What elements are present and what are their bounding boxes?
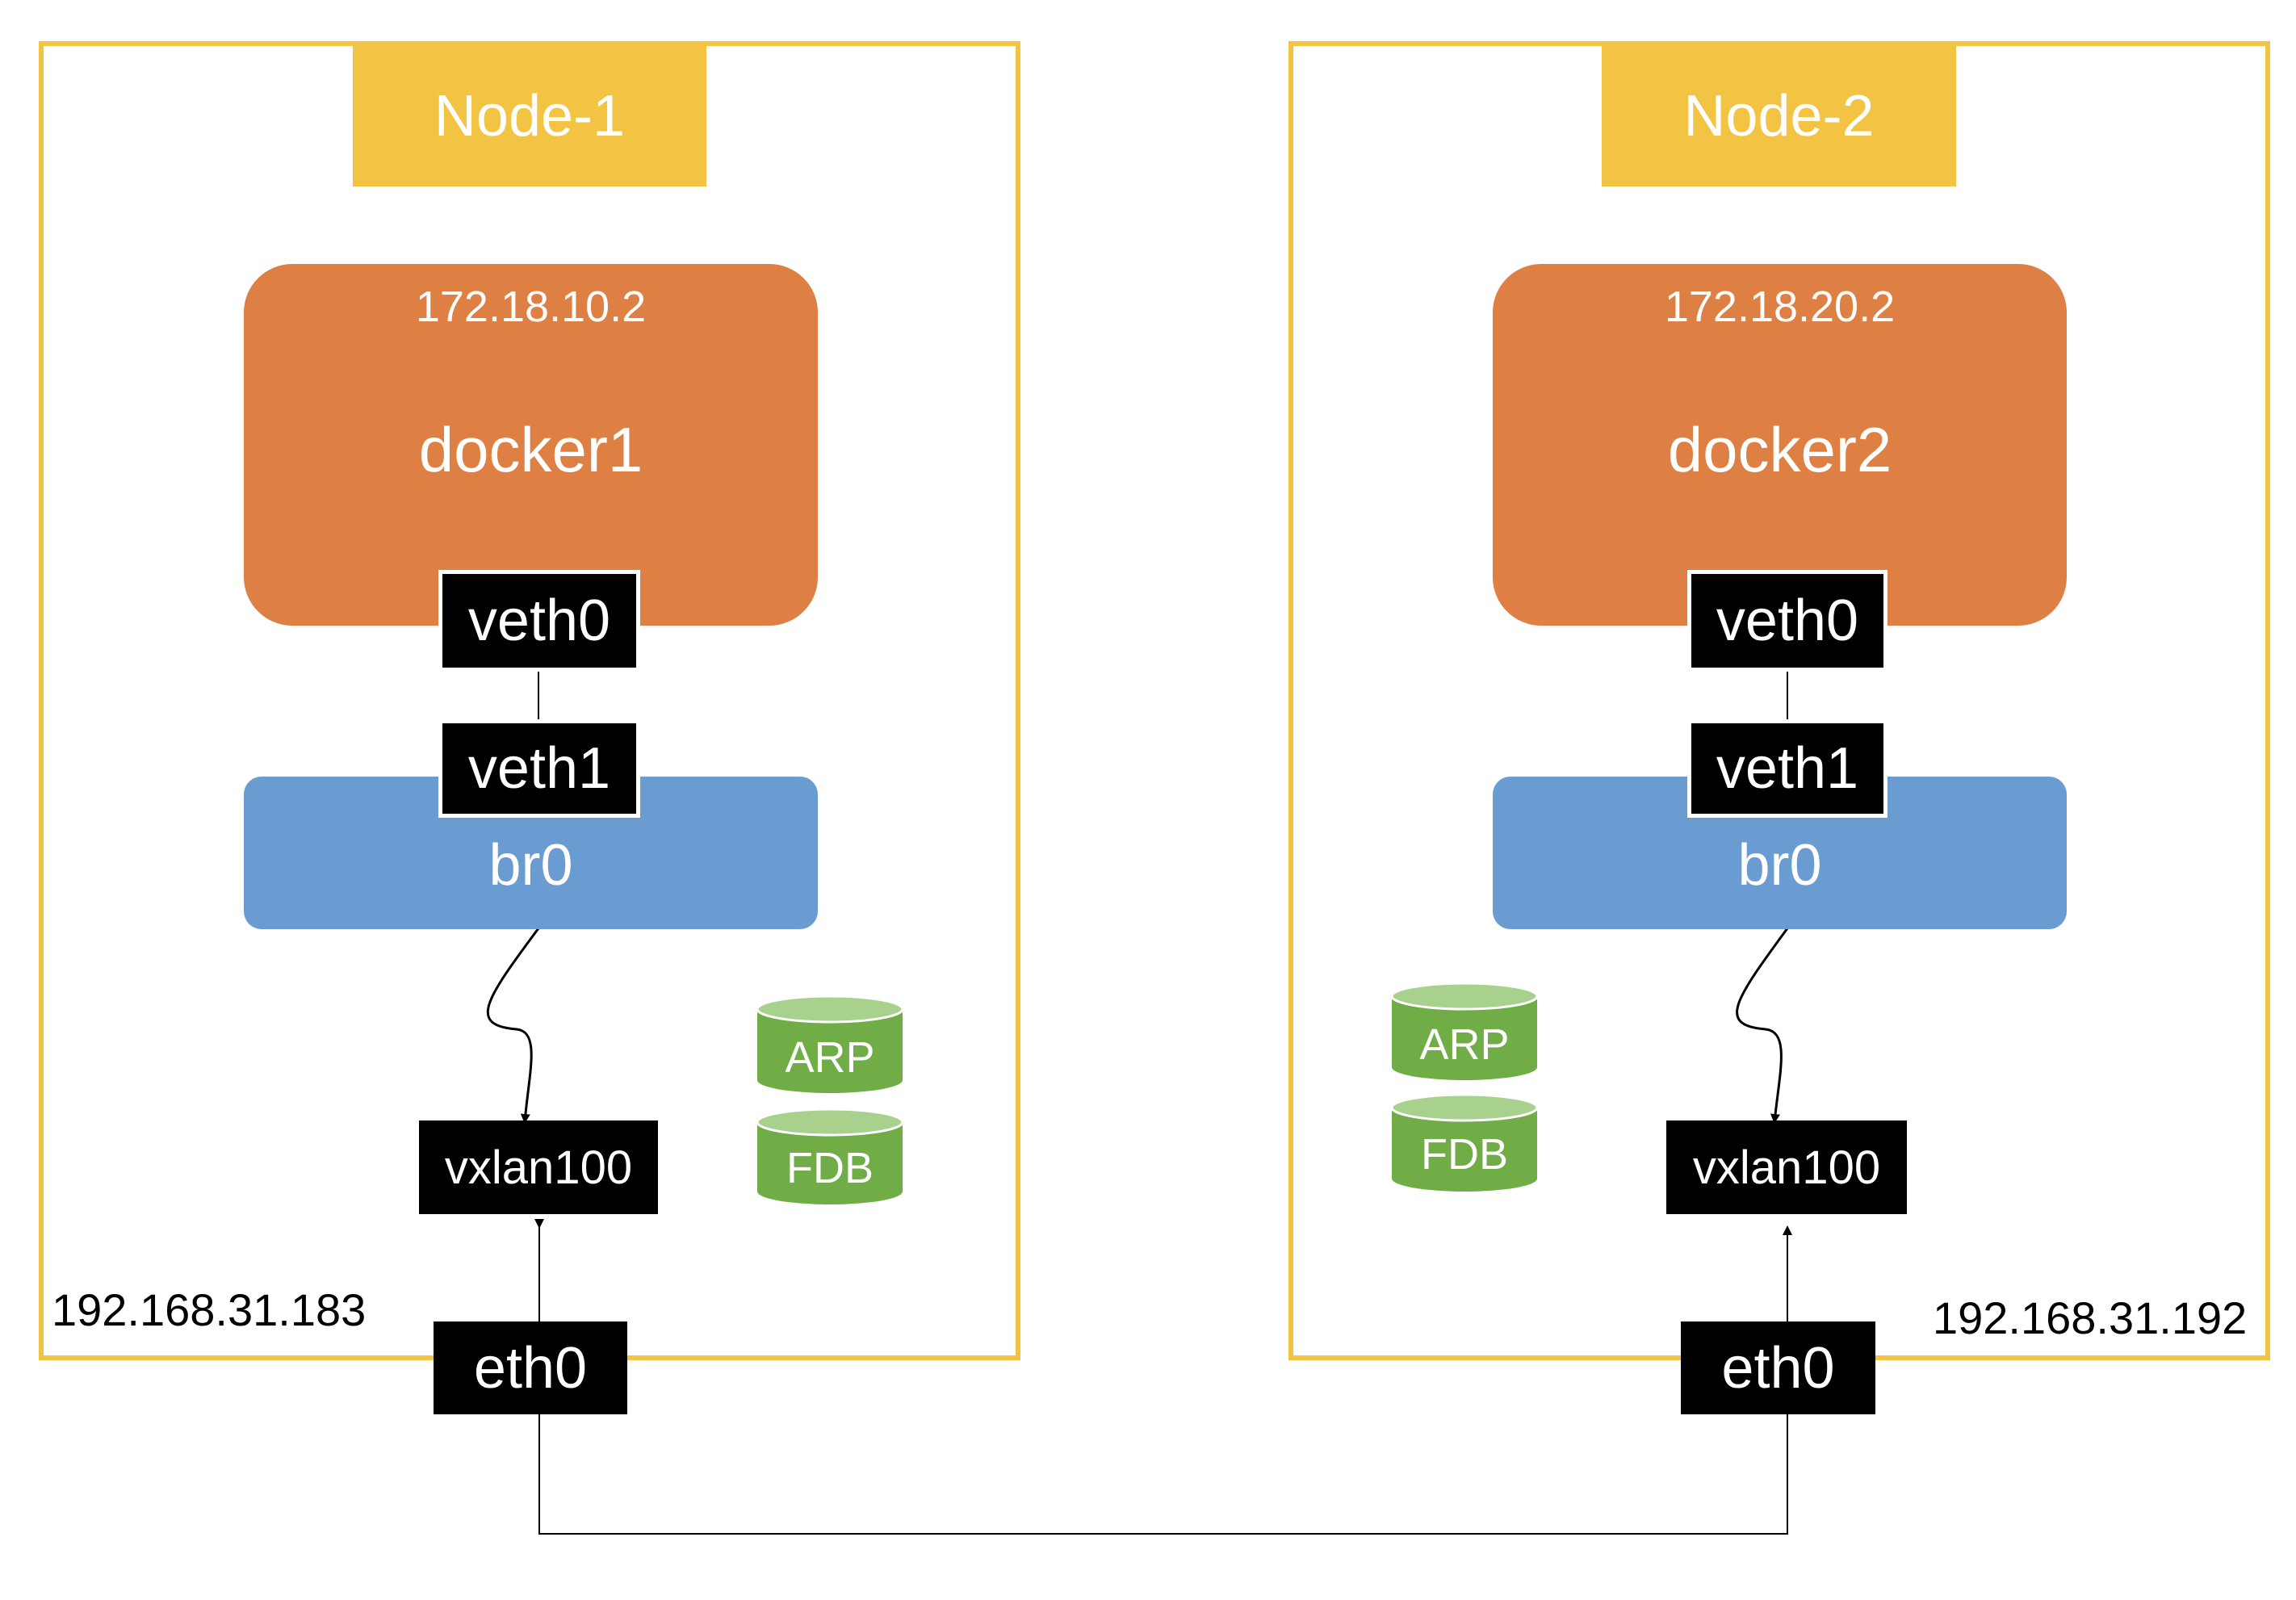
node-1-vxlan: vxlan100	[419, 1120, 658, 1214]
node-2-arp-table-icon	[1390, 982, 1539, 1080]
node-2-bridge-to-vxlan-arrow	[1736, 928, 1789, 1124]
node-2-host-ip: 192.168.31.192	[1933, 1292, 2248, 1343]
node-1-eth0: eth0	[434, 1321, 627, 1414]
node-1-host-ip: 192.168.31.183	[52, 1284, 367, 1335]
node-1-veth1: veth1	[438, 719, 640, 818]
node-2-container: 172.18.20.2 docker2	[1493, 264, 2067, 626]
node-2-eth0: eth0	[1681, 1321, 1875, 1414]
node-1-arp-table-icon	[756, 995, 904, 1093]
node-2-veth1: veth1	[1687, 719, 1887, 818]
node-1-container-name: docker1	[418, 414, 643, 485]
node-2-container-ip: 172.18.20.2	[1664, 283, 1896, 331]
node-2-title: Node-2	[1602, 45, 1956, 186]
node-1-veth0: veth0	[438, 570, 640, 672]
node-1-container-ip: 172.18.10.2	[415, 283, 647, 331]
node-1-fdb-table-icon	[756, 1108, 904, 1204]
node-2-vxlan: vxlan100	[1666, 1120, 1907, 1214]
node-1-container: 172.18.10.2 docker1	[244, 264, 818, 626]
node-2-fdb-table-icon	[1390, 1093, 1539, 1192]
node-1-bridge-to-vxlan-arrow	[486, 928, 540, 1124]
node-1-title: Node-1	[353, 45, 706, 186]
underlay-link	[534, 1219, 1792, 1535]
node-2-container-name: docker2	[1667, 414, 1892, 485]
node-2-veth0: veth0	[1687, 570, 1887, 672]
